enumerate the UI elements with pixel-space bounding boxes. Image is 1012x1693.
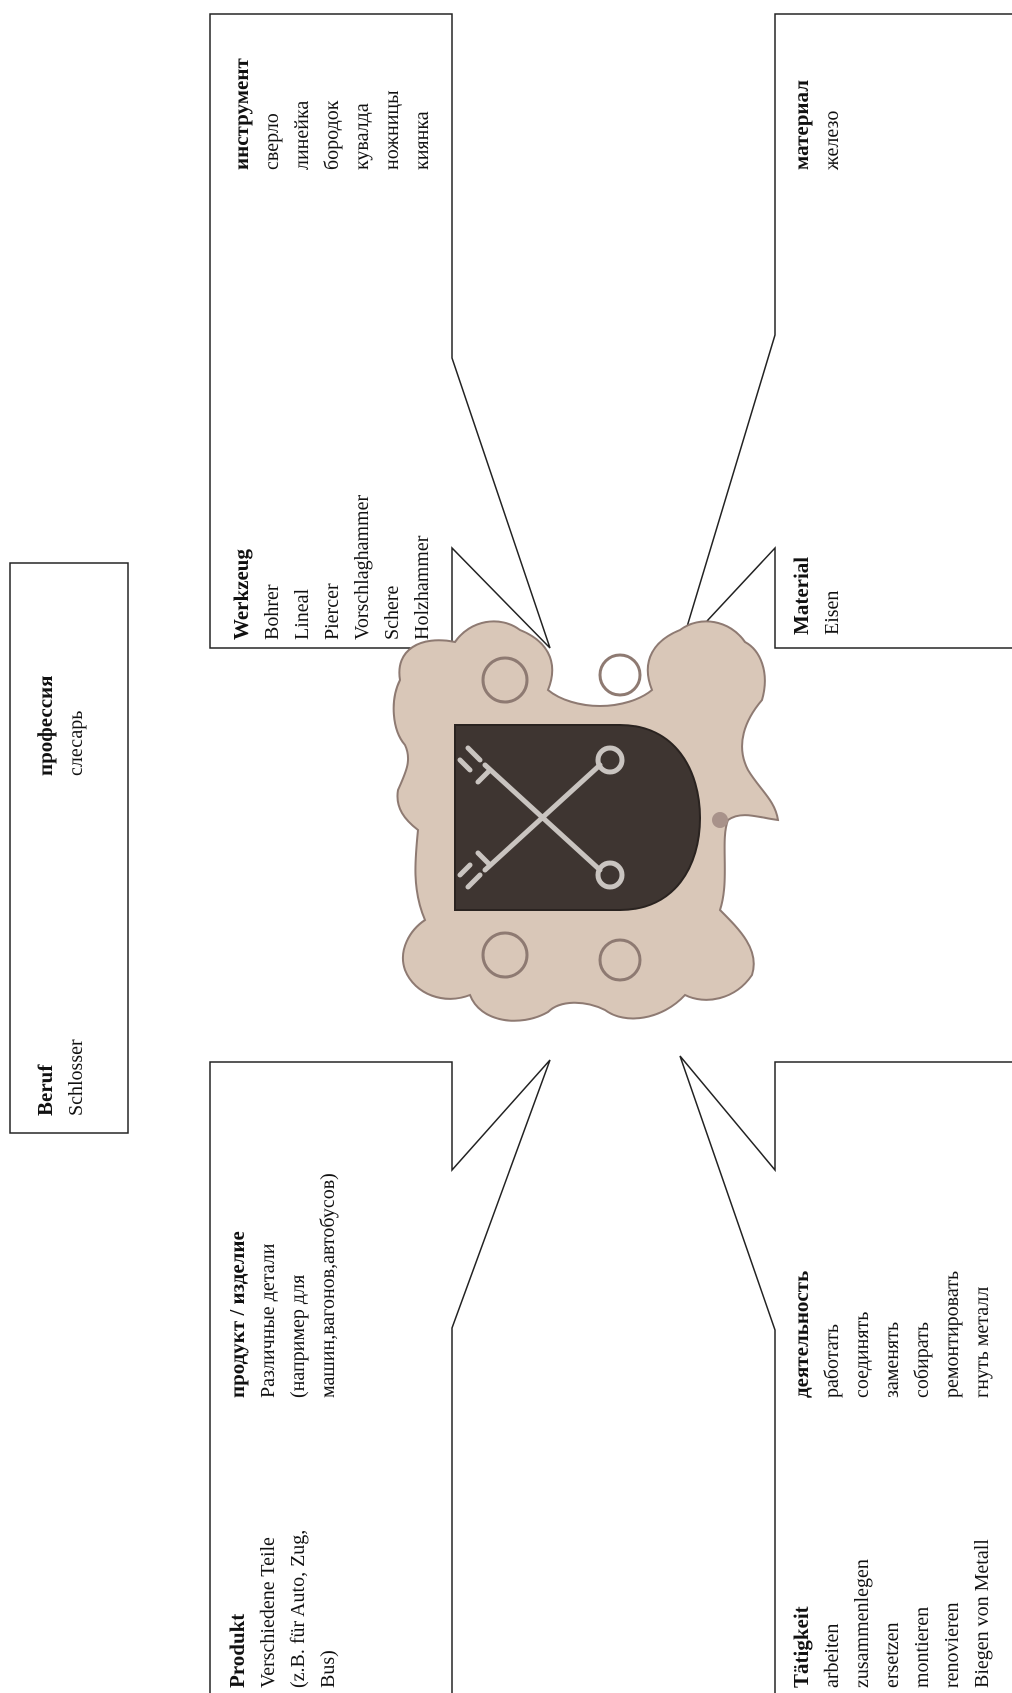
product-ru-heading: продукт / изделие (225, 1231, 249, 1398)
activity-de-item: zusammenlegen (851, 1559, 873, 1688)
tools-ru-item: сверло (261, 113, 283, 170)
activity-ru-item: заменять (881, 1321, 903, 1398)
profession-box (9, 562, 129, 1134)
product-de-item: Verschiedene Teile (257, 1537, 279, 1688)
activity-text: Tätigkeit arbeiten zusammenlegen ersetze… (786, 1271, 997, 1688)
activity-ru-heading: деятельность (789, 1270, 813, 1398)
product-ru: продукт / изделие Различные детали (напр… (222, 1173, 343, 1398)
product-de: Produkt Verschiedene Teile (z.B. für Aut… (222, 1398, 343, 1688)
product-ru-item: Различные детали (257, 1243, 279, 1398)
product-callout (209, 1059, 551, 1693)
activity-ru-item: работать (821, 1324, 843, 1398)
material-text: Material Eisen материал железо (786, 80, 847, 635)
tools-ru-item: линейка (291, 100, 313, 170)
tools-de-item: Bohrer (261, 584, 283, 640)
tools-ru-item: киянка (411, 111, 433, 170)
tools-de: Werkzeug Bohrer Lineal Piercer Vorschlag… (226, 170, 437, 640)
activity-de-item: arbeiten (821, 1623, 843, 1688)
activity-de-heading: Tätigkeit (789, 1606, 813, 1688)
tools-de-item: Piercer (321, 583, 343, 640)
tools-ru-item: ножницы (381, 90, 403, 170)
material-de-heading: Material (789, 556, 813, 635)
material-de: Material Eisen (786, 170, 847, 635)
profession-text: Beruf Schlosser профессия слесарь (30, 676, 91, 1117)
tools-ru-item: кувалда (351, 103, 373, 170)
activity-de-item: ersetzen (881, 1622, 903, 1688)
product-text: Produkt Verschiedene Teile (z.B. für Aut… (222, 1173, 343, 1688)
tools-ru-heading: инструмент (229, 58, 253, 170)
tools-de-item: Holzhammer (411, 535, 433, 640)
material-ru-item: железо (821, 110, 843, 170)
tools-de-item: Vorschlaghammer (351, 494, 373, 640)
product-ru-item: машин,вагонов,автобусов) (317, 1173, 339, 1398)
activity-ru-item: соединять (851, 1311, 873, 1398)
activity-ru-item: ремонтировать (941, 1270, 963, 1398)
product-ru-item: (например для (287, 1274, 309, 1398)
activity-de-item: renovieren (941, 1602, 963, 1688)
profession-ru: профессия слесарь (30, 676, 91, 777)
profession-de-heading: Beruf (33, 1064, 57, 1116)
activity-ru-item: гнуть металл (971, 1286, 993, 1398)
crossed-keys-coat-of-arms-icon (392, 620, 780, 1022)
activity-callout (679, 1055, 1012, 1693)
profession-ru-heading: профессия (33, 675, 57, 777)
tools-callout (209, 13, 551, 649)
profession-de-value: Schlosser (65, 1039, 87, 1116)
product-de-item: Bus) (317, 1650, 339, 1688)
product-de-item: (z.B. für Auto, Zug, (287, 1529, 309, 1688)
activity-ru-item: собирать (911, 1322, 933, 1398)
activity-de: Tätigkeit arbeiten zusammenlegen ersetze… (786, 1398, 997, 1688)
profession-de: Beruf Schlosser (30, 776, 91, 1116)
activity-de-item: Biegen von Metall (971, 1539, 993, 1688)
material-ru: материал железо (786, 80, 847, 170)
tools-de-heading: Werkzeug (229, 549, 253, 640)
tools-ru-item: бородок (321, 100, 343, 171)
profession-ru-value: слесарь (65, 710, 87, 776)
tools-de-item: Schere (381, 585, 403, 640)
material-de-item: Eisen (821, 590, 843, 635)
activity-de-item: montieren (911, 1606, 933, 1688)
product-de-heading: Produkt (225, 1613, 249, 1688)
activity-ru: деятельность работать соединять заменять… (786, 1271, 997, 1398)
material-ru-heading: материал (789, 80, 813, 170)
tools-de-item: Lineal (291, 588, 313, 640)
tools-ru: инструмент сверло линейка бородок кувалд… (226, 58, 437, 170)
tools-text: Werkzeug Bohrer Lineal Piercer Vorschlag… (226, 58, 437, 640)
